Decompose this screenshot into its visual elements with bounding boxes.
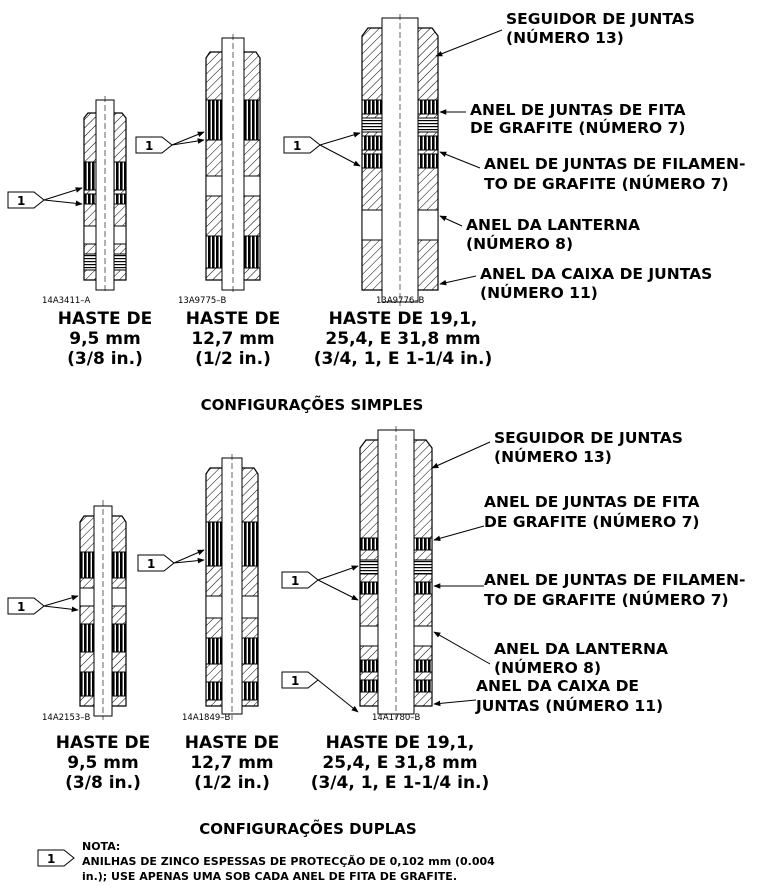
note-flag-double-4: 1: [281, 671, 359, 713]
caption-line: 12,7 mm: [191, 329, 274, 349]
note-block: 1 NOTA: ANILHAS DE ZINCO ESPESSAS DE PRO…: [37, 840, 495, 883]
svg-text:1: 1: [291, 574, 299, 588]
note-flag-double-1: 1: [7, 595, 79, 615]
callout-ribbon-ring-number: DE GRAFITE (NÚMERO 7): [470, 118, 685, 137]
callout-lantern-ring: ANEL DA LANTERNA: [466, 216, 640, 234]
callout-ribbon-ring: ANEL DE JUNTAS DE FITA: [484, 493, 700, 511]
callout-packing-follower: SEGUIDOR DE JUNTAS: [494, 429, 683, 447]
svg-text:1: 1: [17, 600, 25, 614]
caption-line: (1/2 in.): [194, 773, 270, 793]
callout-lantern-ring: ANEL DA LANTERNA: [494, 640, 668, 658]
note-flag-number: 1: [47, 852, 55, 866]
stem-drawing-simple-1: [83, 96, 127, 294]
callout-packing-follower: SEGUIDOR DE JUNTAS: [506, 10, 695, 28]
simple-configuration: 1 1 1 SEGUIDOR DE JUNTAS (NÚMERO 13) ANE…: [7, 10, 745, 414]
note-label: NOTA:: [82, 840, 120, 853]
caption-line: 25,4, E 31,8 mm: [325, 329, 480, 349]
drawing-code: 14A3411–A: [42, 296, 91, 306]
callout-filament-ring-number: TO DE GRAFITE (NÚMERO 7): [484, 590, 729, 609]
section-title-double: CONFIGURAÇÕES DUPLAS: [199, 819, 416, 838]
note-line: ANILHAS DE ZINCO ESPESSAS DE PROTECÇÃO D…: [82, 855, 495, 868]
svg-text:1: 1: [17, 194, 25, 208]
caption-line: (3/8 in.): [67, 349, 143, 369]
stem-drawing-double-1: [79, 500, 127, 720]
note-flag-double-2: 1: [137, 549, 205, 572]
callout-lantern-ring-number: (NÚMERO 8): [494, 658, 601, 677]
double-configuration: 1 1 1 1 SEGUIDOR DE JUNTAS (NÚME: [7, 426, 745, 838]
drawing-code: 13A9775–B: [178, 296, 227, 306]
svg-text:1: 1: [145, 139, 153, 153]
callout-filament-ring-number: TO DE GRAFITE (NÚMERO 7): [484, 174, 729, 193]
callout-ribbon-ring-number: DE GRAFITE (NÚMERO 7): [484, 512, 699, 531]
caption-line: (3/4, 1, E 1-1/4 in.): [311, 773, 490, 793]
callout-ribbon-ring: ANEL DE JUNTAS DE FITA: [470, 101, 686, 119]
caption-line: HASTE DE: [185, 733, 279, 753]
caption-line: (1/2 in.): [195, 349, 271, 369]
svg-text:1: 1: [293, 139, 301, 153]
callout-packing-follower-number: (NÚMERO 13): [494, 447, 612, 466]
callout-box-ring-number: (NÚMERO 11): [480, 283, 598, 302]
note-flag-simple-3: 1: [283, 132, 361, 167]
note-line: in.); USE APENAS UMA SOB CADA ANEL DE FI…: [82, 870, 457, 883]
caption-line: HASTE DE 19,1,: [326, 733, 475, 753]
caption-line: HASTE DE: [58, 309, 152, 329]
caption-line: 9,5 mm: [67, 753, 138, 773]
drawing-code: 14A1849–B: [182, 713, 231, 723]
callout-box-ring: ANEL DA CAIXA DE: [476, 677, 639, 695]
svg-text:1: 1: [147, 557, 155, 571]
stem-drawing-simple-3: [361, 14, 439, 306]
stem-drawing-simple-2: [205, 34, 261, 294]
stem-drawing-double-2: [205, 454, 259, 720]
section-title-simple: CONFIGURAÇÕES SIMPLES: [201, 395, 424, 414]
note-flag-double-3: 1: [281, 565, 359, 601]
caption-line: (3/8 in.): [65, 773, 141, 793]
drawing-code: 14A1780–B: [372, 713, 421, 723]
callout-packing-follower-number: (NÚMERO 13): [506, 28, 624, 47]
drawing-code: 13A9776–B: [376, 296, 425, 306]
stem-drawing-double-3: [359, 426, 433, 720]
caption-line: HASTE DE 19,1,: [329, 309, 478, 329]
callout-filament-ring: ANEL DE JUNTAS DE FILAMEN-: [484, 155, 745, 173]
caption-line: 12,7 mm: [190, 753, 273, 773]
svg-text:1: 1: [291, 674, 299, 688]
callout-lantern-ring-number: (NÚMERO 8): [466, 234, 573, 253]
callout-box-ring-number: JUNTAS (NÚMERO 11): [475, 696, 663, 715]
callout-box-ring: ANEL DA CAIXA DE JUNTAS: [480, 265, 712, 283]
callout-filament-ring: ANEL DE JUNTAS DE FILAMEN-: [484, 571, 745, 589]
drawing-code: 14A2153–B: [42, 713, 91, 723]
caption-line: 25,4, E 31,8 mm: [322, 753, 477, 773]
caption-line: 9,5 mm: [69, 329, 140, 349]
caption-line: HASTE DE: [56, 733, 150, 753]
caption-line: HASTE DE: [186, 309, 280, 329]
note-flag-simple-1: 1: [7, 187, 83, 209]
caption-line: (3/4, 1, E 1-1/4 in.): [314, 349, 493, 369]
note-flag-simple-2: 1: [135, 131, 205, 154]
